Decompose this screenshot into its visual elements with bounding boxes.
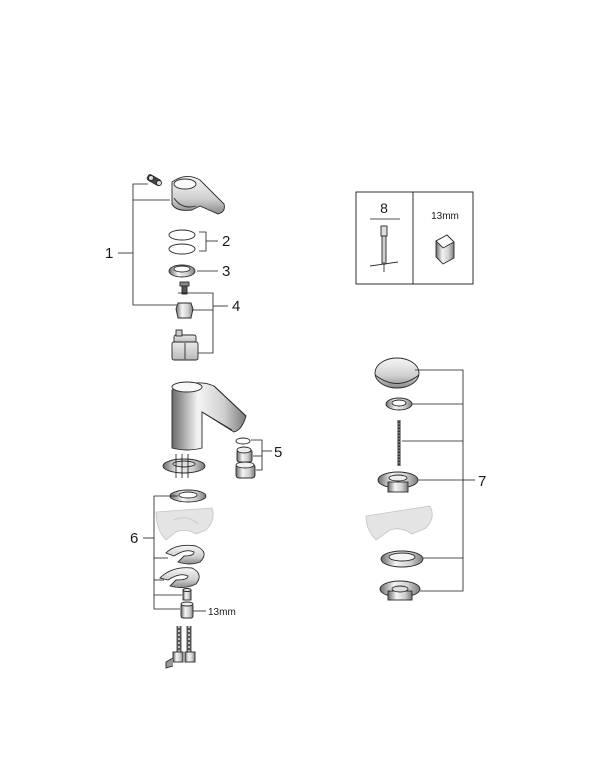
mounting-stud-icon — [182, 588, 192, 601]
threaded-ring-icon — [168, 264, 196, 278]
callout-1-leaders — [118, 183, 178, 306]
handle-screw-icon — [146, 174, 162, 186]
callout-6-label: 6 — [130, 530, 138, 547]
faucet-body-icon — [171, 381, 247, 451]
socket-tool-icon — [435, 234, 455, 265]
callout-3-label: 3 — [222, 263, 230, 280]
supply-hoses-icon — [165, 626, 196, 669]
lever-handle-icon — [171, 176, 225, 215]
aerator-housing-icon — [235, 461, 256, 479]
tool-info-box — [355, 191, 474, 285]
nut-size-label: 13mm — [208, 607, 236, 618]
base-plate-icon — [162, 454, 206, 478]
o-ring-upper-icon — [168, 229, 196, 241]
countertop-section-icon — [155, 507, 214, 541]
callout-7-leaders — [402, 369, 475, 592]
aerator-insert-icon — [236, 446, 253, 463]
callout-4-label: 4 — [232, 298, 240, 315]
callout-5-label: 5 — [274, 444, 282, 461]
cartridge-icon — [171, 329, 199, 361]
wrench-size-label: 13mm — [431, 211, 459, 222]
cartridge-screw-icon — [179, 281, 190, 295]
horseshoe-bracket-icon — [159, 567, 200, 589]
callout-6-leaders — [143, 495, 206, 612]
drain-flange-icon — [377, 471, 419, 493]
drain-body-icon — [379, 580, 421, 601]
tool-number-label: 8 — [380, 200, 388, 216]
callout-7-label: 7 — [478, 473, 486, 490]
callout-2-label: 2 — [222, 233, 230, 250]
aerator-washer-icon — [235, 437, 251, 445]
o-ring-lower-icon — [168, 243, 196, 255]
callout-4-leaders — [178, 292, 228, 354]
cartridge-nut-icon — [175, 302, 194, 319]
callout-1-label: 1 — [105, 245, 113, 262]
mounting-nut-icon — [180, 601, 194, 619]
callout-2-leaders — [199, 231, 218, 252]
drain-gasket-icon — [380, 550, 424, 568]
horseshoe-washer-icon — [165, 544, 205, 565]
drain-cap-icon — [374, 357, 420, 389]
valve-key-tool-icon — [369, 225, 399, 272]
basin-section-icon — [365, 505, 433, 541]
callout-5-leaders — [251, 439, 272, 471]
drain-seal-ring-icon — [385, 397, 413, 411]
